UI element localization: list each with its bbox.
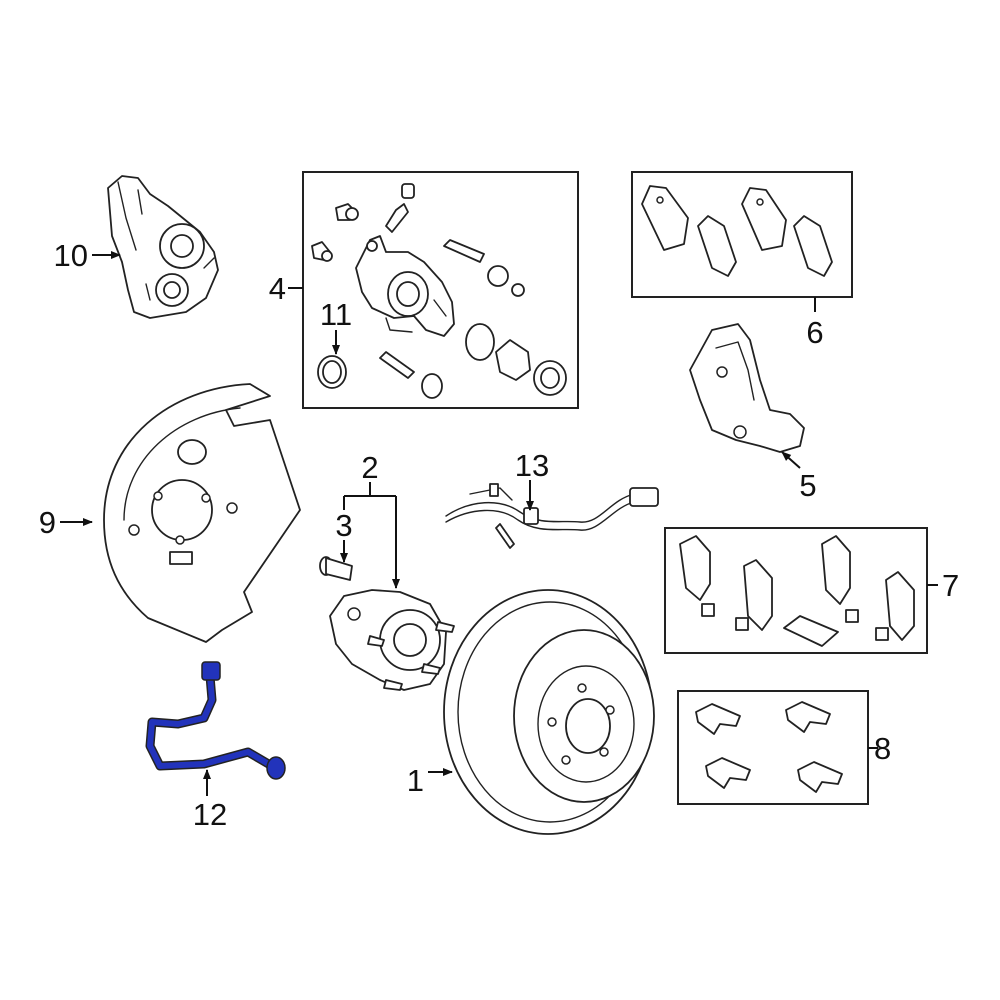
- callout-12: 12: [193, 797, 227, 832]
- pad-support-clips[interactable]: [695, 701, 843, 793]
- abs-sensor-wire[interactable]: [445, 483, 659, 549]
- hub-bolt[interactable]: [319, 556, 353, 581]
- callout-11: 11: [320, 297, 352, 332]
- anti-squeal-shims[interactable]: [679, 535, 915, 647]
- callout-4: 4: [269, 271, 286, 306]
- caliper-boots-and-seals[interactable]: [421, 265, 567, 399]
- leader-5: [781, 451, 801, 469]
- callout-13: 13: [515, 448, 549, 483]
- caliper-support-bracket[interactable]: [689, 323, 805, 453]
- caliper-bolts[interactable]: [311, 203, 485, 379]
- brake-rotor[interactable]: [443, 589, 655, 835]
- wheel-hub-bearing[interactable]: [329, 589, 455, 691]
- callout-3: 3: [335, 508, 352, 543]
- brake-caliper[interactable]: [355, 235, 455, 337]
- caliper-kit-box: [302, 171, 579, 409]
- parking-brake-actuator[interactable]: [107, 175, 219, 319]
- callout-10: 10: [54, 238, 88, 273]
- bleeder-screw[interactable]: [385, 183, 415, 233]
- callout-9: 9: [39, 505, 56, 540]
- backing-plate[interactable]: [103, 383, 301, 643]
- shim-kit-box: [664, 527, 928, 654]
- callout-7: 7: [942, 568, 959, 603]
- pad-kit-box: [631, 171, 853, 298]
- callout-2: 2: [361, 450, 378, 485]
- callout-8: 8: [874, 731, 891, 766]
- callout-1: 1: [407, 763, 424, 798]
- brake-pads[interactable]: [641, 185, 833, 277]
- callout-6: 6: [806, 315, 823, 350]
- leader-2-bracket: [343, 482, 396, 588]
- brake-hose[interactable]: [145, 661, 286, 780]
- piston-seal-11[interactable]: [317, 355, 347, 389]
- callout-5: 5: [799, 468, 816, 503]
